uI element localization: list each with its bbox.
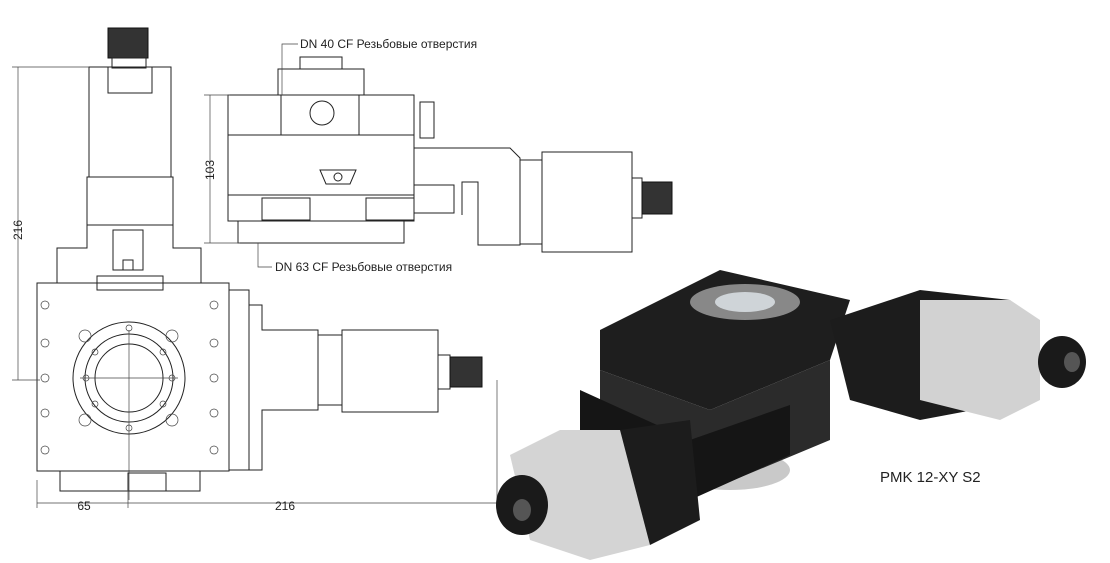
label-dn63-cf: DN 63 CF Резьбовые отверстия: [275, 260, 452, 274]
side-view-drawing: 103 DN 40 CF Резьбовые отверстия DN 63 C…: [203, 37, 673, 274]
product-model-label: PMK 12-XY S2: [880, 469, 981, 486]
product-render: PMK 12-XY S2: [496, 270, 1086, 560]
label-dn40-cf: DN 40 CF Резьбовые отверстия: [300, 37, 477, 51]
dimension-bottom-left: 65: [77, 499, 91, 513]
side-motor: [228, 289, 483, 471]
side-dimension-lines: [204, 43, 298, 268]
dimension-lines: [12, 66, 498, 508]
dimension-overall-height: 216: [11, 220, 25, 240]
top-motor: [56, 27, 202, 283]
dimension-side-height: 103: [203, 160, 217, 180]
top-plate: [36, 275, 230, 500]
dimension-bottom-right: 216: [275, 499, 295, 513]
top-view-drawing: 216 65 216: [11, 27, 498, 513]
